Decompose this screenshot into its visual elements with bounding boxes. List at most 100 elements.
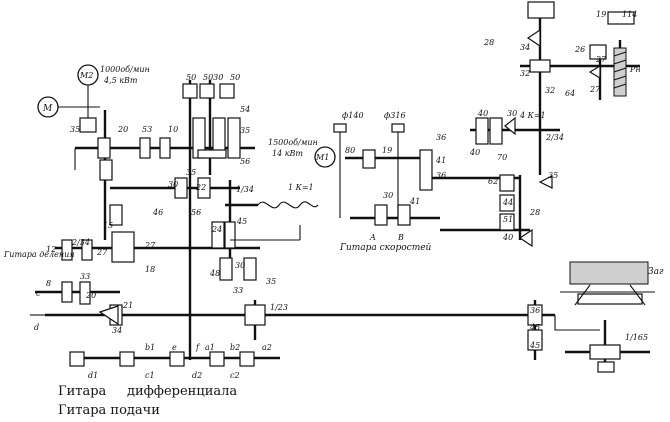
- svg-text:41: 41: [409, 197, 420, 206]
- caption-feed-guitar: Гитара подачи: [58, 403, 160, 418]
- svg-text:40: 40: [477, 109, 488, 118]
- svg-text:50: 50: [230, 73, 240, 82]
- svg-text:35: 35: [266, 277, 276, 286]
- svg-text:c1: c1: [145, 371, 155, 380]
- svg-text:5030: 5030: [203, 73, 223, 82]
- svg-text:30: 30: [168, 180, 178, 189]
- svg-text:54: 54: [240, 105, 250, 114]
- svg-text:114: 114: [622, 10, 637, 19]
- svg-text:32: 32: [545, 86, 555, 95]
- svg-text:B: B: [397, 233, 404, 242]
- svg-text:2/34: 2/34: [71, 238, 90, 247]
- svg-text:1/23: 1/23: [270, 303, 288, 312]
- svg-text:4,5 кВт: 4,5 кВт: [103, 76, 138, 85]
- svg-text:f: f: [195, 343, 201, 352]
- svg-text:a1: a1: [205, 343, 215, 352]
- svg-text:62: 62: [488, 177, 498, 186]
- svg-text:c2: c2: [230, 371, 240, 380]
- svg-text:27: 27: [96, 248, 108, 257]
- svg-text:24: 24: [211, 225, 222, 234]
- svg-text:30: 30: [235, 261, 245, 270]
- svg-text:12: 12: [46, 245, 56, 254]
- svg-text:M2: M2: [79, 71, 93, 80]
- svg-text:20: 20: [117, 125, 128, 134]
- svg-text:40: 40: [502, 233, 513, 242]
- svg-text:35: 35: [186, 168, 196, 177]
- svg-text:33: 33: [80, 272, 90, 281]
- motor-m1: M1 1500об/мин 14 кВт: [268, 123, 405, 218]
- svg-text:20: 20: [85, 291, 96, 300]
- svg-text:M: M: [42, 104, 53, 114]
- svg-text:30: 30: [507, 109, 517, 118]
- svg-text:35: 35: [240, 126, 250, 135]
- svg-text:30: 30: [383, 191, 393, 200]
- svg-text:1500об/мин: 1500об/мин: [268, 138, 318, 147]
- svg-text:d: d: [34, 323, 39, 332]
- work-table: [560, 261, 655, 373]
- svg-text:44: 44: [502, 198, 513, 207]
- svg-text:b2: b2: [230, 343, 240, 352]
- svg-text:ф140: ф140: [342, 111, 364, 120]
- svg-text:45: 45: [529, 323, 540, 332]
- svg-text:40: 40: [469, 148, 480, 157]
- svg-text:80: 80: [345, 146, 355, 155]
- gear-labels: 35 20 53 10 50 5030 50 54 35 56 35 30 22…: [46, 10, 637, 350]
- svg-text:46: 46: [152, 208, 163, 217]
- svg-text:4 К=1: 4 К=1: [519, 111, 546, 120]
- svg-text:41: 41: [435, 156, 446, 165]
- svg-text:M1: M1: [315, 153, 329, 162]
- svg-text:21: 21: [122, 301, 133, 310]
- svg-text:c: c: [36, 289, 41, 298]
- svg-text:1 К=1: 1 К=1: [288, 183, 314, 192]
- svg-text:45: 45: [529, 341, 540, 350]
- svg-text:36: 36: [530, 306, 540, 315]
- lead-screw: [613, 47, 627, 97]
- svg-text:64: 64: [565, 89, 575, 98]
- svg-text:70: 70: [497, 153, 507, 162]
- svg-text:53: 53: [142, 125, 152, 134]
- svg-text:e: e: [172, 343, 177, 352]
- svg-text:A: A: [369, 233, 376, 242]
- svg-text:2/34: 2/34: [545, 133, 564, 142]
- svg-text:ф316: ф316: [384, 111, 406, 120]
- svg-text:32: 32: [520, 69, 530, 78]
- svg-text:27: 27: [595, 55, 607, 64]
- svg-text:b1: b1: [145, 343, 155, 352]
- svg-text:51: 51: [503, 215, 513, 224]
- svg-text:a2: a2: [262, 343, 272, 352]
- svg-text:34: 34: [112, 326, 122, 335]
- svg-text:28: 28: [483, 38, 494, 47]
- svg-text:27: 27: [589, 85, 601, 94]
- svg-text:Заг: Заг: [648, 267, 664, 277]
- svg-text:36: 36: [436, 133, 446, 142]
- svg-text:19: 19: [596, 10, 606, 19]
- svg-text:34: 34: [520, 43, 530, 52]
- svg-text:d2: d2: [192, 371, 202, 380]
- gear-blocks: [61, 1, 635, 367]
- svg-text:18: 18: [145, 265, 155, 274]
- svg-text:1/165: 1/165: [625, 333, 648, 342]
- svg-text:19: 19: [382, 146, 392, 155]
- svg-text:48: 48: [209, 269, 220, 278]
- svg-text:56: 56: [191, 208, 201, 217]
- svg-text:56: 56: [240, 157, 250, 166]
- motor-m2: M2 1000об/мин 4,5 кВт: [77, 64, 150, 133]
- svg-text:36: 36: [436, 171, 446, 180]
- svg-text:Гитара скоростей: Гитара скоростей: [339, 243, 432, 253]
- svg-text:Гитара деления: Гитара деления: [3, 250, 75, 259]
- svg-text:35: 35: [548, 171, 558, 180]
- svg-text:1000об/мин: 1000об/мин: [100, 65, 150, 74]
- svg-text:10: 10: [168, 125, 178, 134]
- svg-text:35: 35: [70, 125, 80, 134]
- svg-text:28: 28: [529, 208, 540, 217]
- worm-thread: [257, 201, 319, 209]
- svg-text:50: 50: [186, 73, 196, 82]
- text-labels: Гитара деления Гитара скоростей Заг ф140…: [3, 65, 664, 380]
- caption-differential-guitar: Гитара дифференциала: [58, 384, 238, 399]
- svg-text:14 кВт: 14 кВт: [272, 149, 303, 158]
- svg-text:33: 33: [233, 286, 243, 295]
- svg-text:15: 15: [103, 221, 113, 230]
- svg-text:45: 45: [236, 217, 247, 226]
